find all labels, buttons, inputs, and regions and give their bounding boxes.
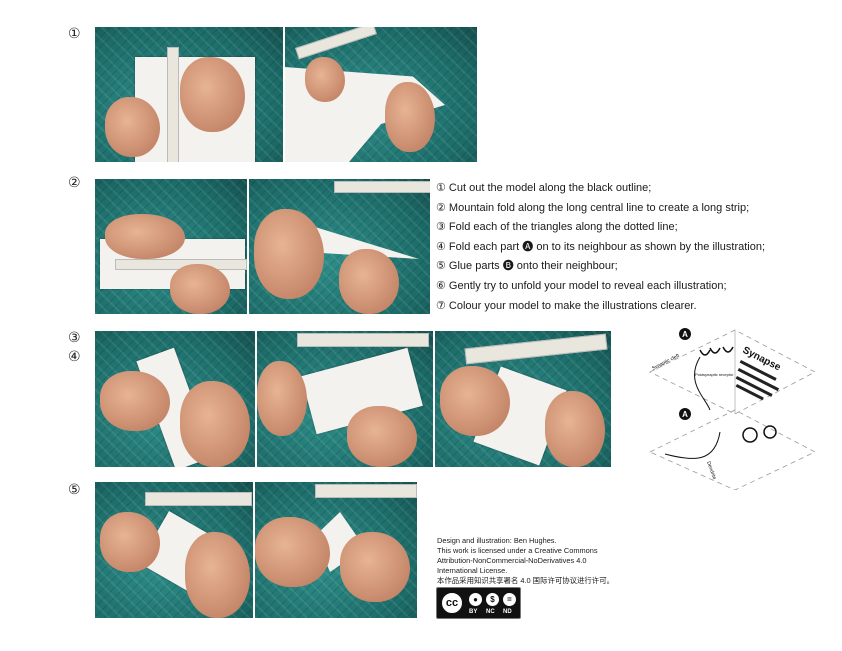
- instruction-step-3: ③ Fold each of the triangles along the d…: [436, 221, 678, 234]
- instruction-step-4: ④ Fold each part 🅐 on to its neighbour a…: [436, 240, 766, 253]
- photo-finished-model: [255, 482, 417, 618]
- svg-text:A: A: [682, 410, 688, 419]
- photo-fold-triangles: [95, 331, 255, 467]
- instruction-step-2: ② Mountain fold along the long central l…: [436, 201, 750, 214]
- photo-fold-part-a: [257, 331, 433, 467]
- photo-cutting-outline: [285, 27, 477, 162]
- photo-mountain-fold: [95, 179, 247, 314]
- photo-fold-neighbour: [435, 331, 611, 467]
- instruction-step-1: ① Cut out the model along the black outl…: [436, 182, 652, 194]
- step-label-5: ⑤: [68, 482, 81, 498]
- step-label-3: ③: [68, 330, 81, 346]
- credit-license-2: Attribution-NonCommercial-NoDerivatives …: [437, 556, 587, 565]
- credit-author: Design and illustration: Ben Hughes.: [437, 536, 557, 545]
- step-5-photos: [95, 482, 417, 618]
- label-dendrite: Dendrite: [705, 461, 717, 481]
- step-1-photos: [95, 27, 477, 162]
- by-icon: ●: [467, 591, 484, 608]
- step-label-4: ④: [68, 349, 81, 365]
- fold-illustration: A Synaptic cleft Postsynaptic receptor S…: [649, 328, 816, 490]
- step-label-2: ②: [68, 175, 81, 191]
- credit-license-chinese: 本作品采用知识共享署名 4.0 国际许可协议进行许可。: [437, 576, 614, 585]
- nd-icon: =: [501, 591, 518, 608]
- label-postsynaptic-receptor: Postsynaptic receptor: [695, 372, 734, 377]
- label-synaptic-cleft: Synaptic cleft: [651, 353, 681, 372]
- credit-license-1: This work is licensed under a Creative C…: [437, 546, 598, 555]
- step-2-photos: [95, 179, 430, 314]
- instruction-step-5: ⑤ Glue parts 🅑 onto their neighbour;: [436, 260, 618, 273]
- nd-label: ND: [503, 609, 512, 615]
- step-3-4-photos: [95, 331, 611, 467]
- svg-text:A: A: [682, 330, 688, 339]
- marker-a-bottom: [679, 408, 691, 420]
- photo-cutting-with-knife: [95, 27, 283, 162]
- marker-a-top: [679, 328, 691, 340]
- label-synapse: Synapse: [741, 345, 783, 374]
- nc-label: NC: [486, 609, 495, 615]
- credits: Design and illustration: Ben Hughes. Thi…: [437, 536, 614, 586]
- by-label: BY: [469, 609, 478, 615]
- cc-icon: cc: [440, 591, 464, 615]
- photo-glue-parts: [95, 482, 253, 618]
- step-label-1: ①: [68, 26, 81, 42]
- nc-icon: $: [484, 591, 501, 608]
- instructions-list: ① Cut out the model along the black outl…: [436, 179, 765, 316]
- photo-folded-strip: [249, 179, 430, 314]
- instruction-step-7: ⑦ Colour your model to make the illustra…: [436, 299, 697, 312]
- instruction-step-6: ⑥ Gently try to unfold your model to rev…: [436, 279, 727, 292]
- cc-by-nc-nd-badge: cc ● $ = BY NC ND: [436, 587, 521, 619]
- credit-license-3: International License.: [437, 566, 508, 575]
